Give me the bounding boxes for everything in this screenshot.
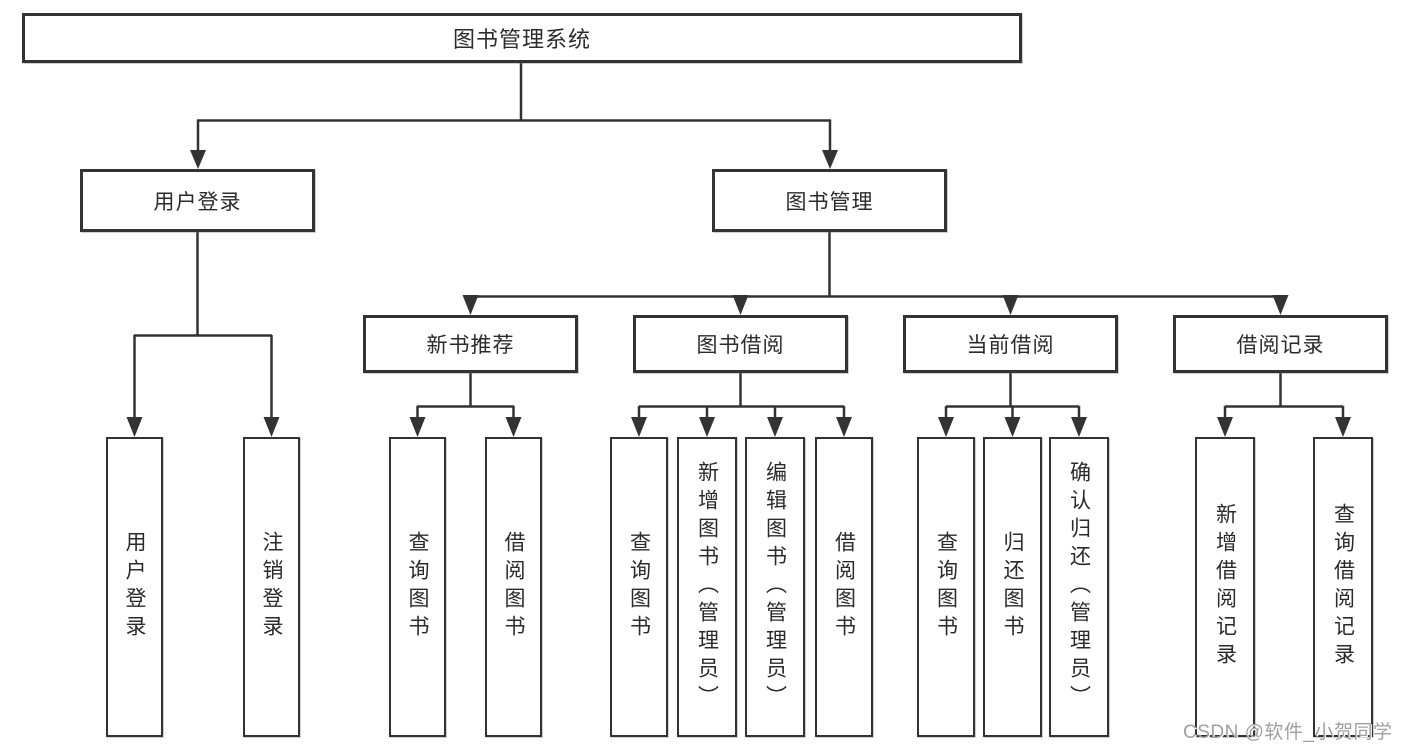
node-library-management-system: 图书管理系统 bbox=[22, 13, 1022, 63]
leaf-edit-book-admin: 编辑图书（管理员） bbox=[745, 437, 805, 737]
leaf-query-borrowing-record: 查询借阅记录 bbox=[1313, 437, 1373, 737]
leaf-borrow-books-borrowing: 借阅图书 bbox=[815, 437, 873, 737]
leaf-return-books: 归还图书 bbox=[983, 437, 1042, 737]
leaf-query-books-recommend: 查询图书 bbox=[389, 437, 446, 737]
leaf-borrow-books-recommend: 借阅图书 bbox=[485, 437, 542, 737]
node-borrowing-records: 借阅记录 bbox=[1173, 315, 1388, 373]
node-new-book-recommend: 新书推荐 bbox=[363, 315, 578, 373]
leaf-add-borrowing-record: 新增借阅记录 bbox=[1195, 437, 1255, 737]
leaf-query-books-borrowing: 查询图书 bbox=[610, 437, 668, 737]
leaf-add-book-admin: 新增图书（管理员） bbox=[677, 437, 737, 737]
node-book-borrowing: 图书借阅 bbox=[633, 315, 848, 373]
node-user-login: 用户登录 bbox=[80, 169, 315, 232]
leaf-confirm-return-admin: 确认归还（管理员） bbox=[1049, 437, 1109, 737]
leaf-logout: 注销登录 bbox=[243, 437, 300, 737]
leaf-user-login: 用户登录 bbox=[106, 437, 163, 737]
node-current-borrowing: 当前借阅 bbox=[903, 315, 1118, 373]
leaf-query-books-current: 查询图书 bbox=[917, 437, 975, 737]
node-book-management: 图书管理 bbox=[712, 169, 947, 232]
csdn-watermark: CSDN @软件_小贺同学 bbox=[1183, 722, 1393, 743]
